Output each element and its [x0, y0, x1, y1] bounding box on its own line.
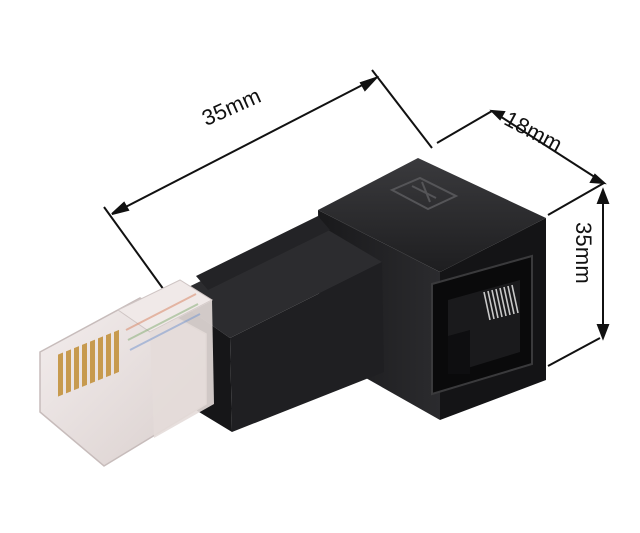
dimension-line-length — [103, 69, 433, 291]
plug-contacts — [58, 329, 119, 397]
dimension-lines — [103, 69, 610, 367]
plug-wire-colors — [125, 293, 201, 351]
dimension-label-height: 35mm — [571, 222, 596, 284]
dimension-line-width — [436, 109, 607, 216]
rj45-port — [431, 254, 533, 396]
emboss-logo — [389, 176, 459, 211]
port-contacts — [483, 284, 519, 321]
rj45-plug — [39, 279, 214, 467]
dimension-line-height — [547, 187, 610, 367]
